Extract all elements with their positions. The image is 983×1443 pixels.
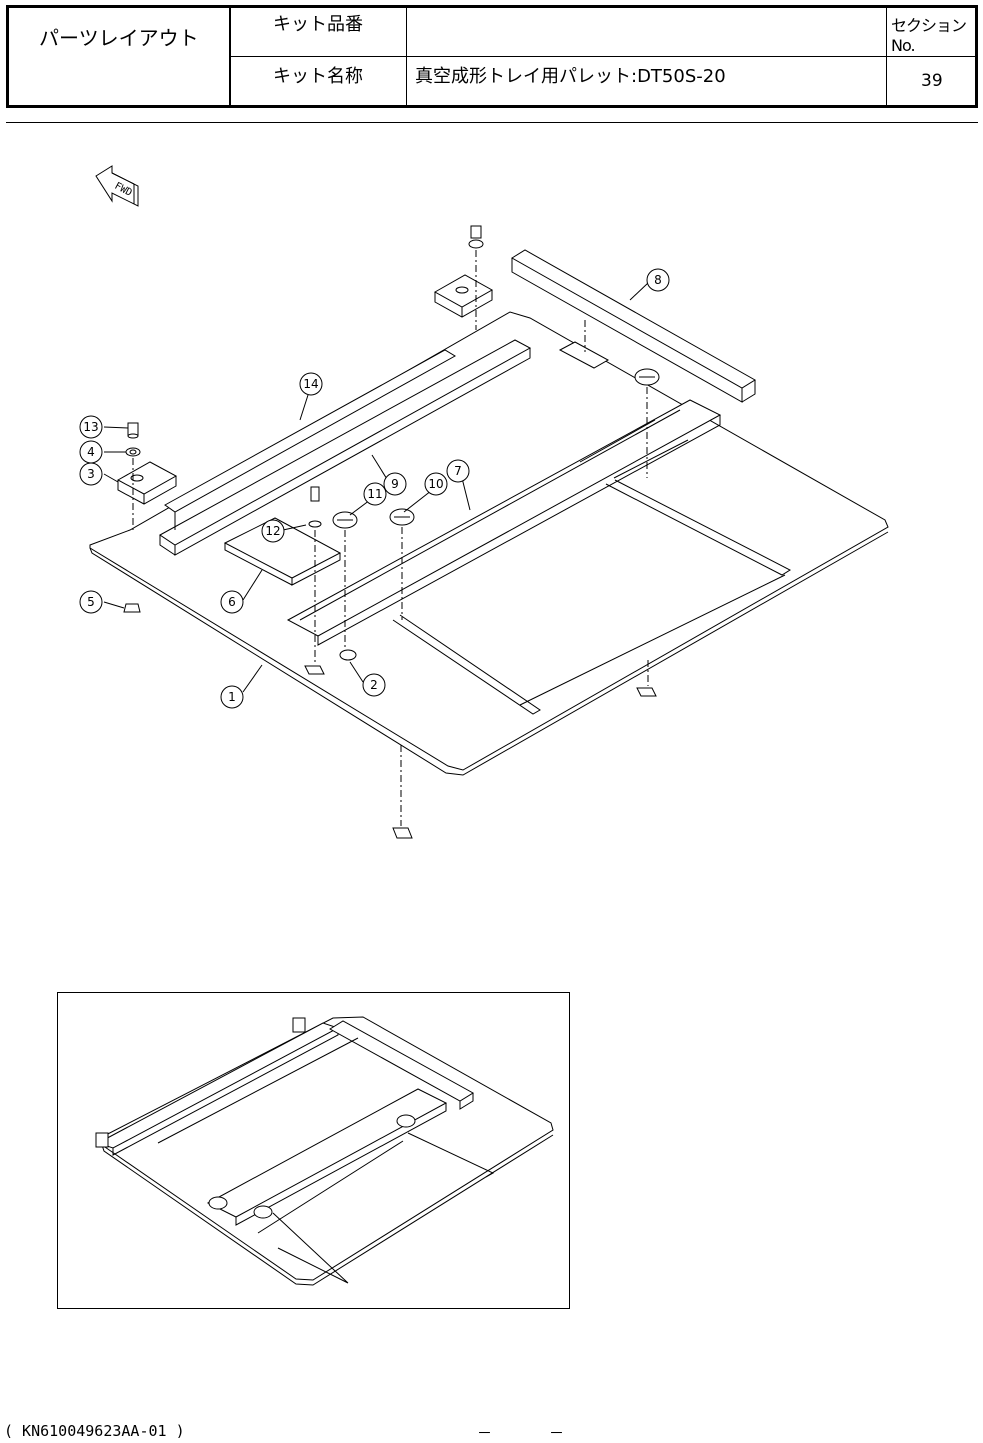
screw-13: [128, 423, 138, 438]
svg-text:7: 7: [454, 464, 462, 478]
svg-text:12: 12: [265, 524, 280, 538]
block-top: [435, 275, 492, 317]
callout-14: 14: [300, 373, 322, 395]
svg-text:5: 5: [87, 595, 95, 609]
nut-5: [124, 604, 140, 612]
svg-text:13: 13: [83, 420, 98, 434]
svg-text:4: 4: [87, 445, 95, 459]
callout-11: 11: [364, 483, 386, 505]
callout-2: 2: [363, 674, 385, 696]
screw-12: [309, 487, 321, 527]
t-nut-c: [393, 828, 412, 838]
base-plate: [90, 312, 888, 775]
cross-member-8: [512, 250, 755, 402]
document-code: ( KN610049623AA-01 ): [4, 1422, 185, 1440]
block-3: [118, 462, 176, 504]
svg-text:11: 11: [367, 487, 382, 501]
callout-7: 7: [447, 460, 469, 482]
svg-text:8: 8: [654, 273, 662, 287]
callout-4: 4: [80, 441, 102, 463]
page-number-right: －: [549, 1422, 564, 1443]
svg-text:9: 9: [391, 477, 399, 491]
t-nut-b: [637, 688, 656, 696]
screw-top: [469, 226, 483, 248]
callout-8: 8: [647, 269, 669, 291]
callout-5: 5: [80, 591, 102, 613]
t-nut-a: [305, 666, 324, 674]
svg-text:2: 2: [370, 678, 378, 692]
callout-13: 13: [80, 416, 102, 438]
knob-10: [390, 509, 414, 525]
knob-11: [333, 512, 357, 528]
callout-9: 9: [384, 473, 406, 495]
assembled-view-panel: [57, 992, 570, 1309]
callout-6: 6: [221, 591, 243, 613]
svg-text:10: 10: [428, 477, 443, 491]
callout-3: 3: [80, 463, 102, 485]
svg-text:1: 1: [228, 690, 236, 704]
page-number-left: －: [477, 1422, 492, 1443]
assembled-view-drawing: [58, 993, 569, 1308]
callout-1: 1: [221, 686, 243, 708]
spacer-2: [340, 650, 356, 660]
callout-10: 10: [425, 473, 447, 495]
knob-top: [635, 369, 659, 385]
svg-text:6: 6: [228, 595, 236, 609]
washer-4: [126, 448, 140, 456]
fwd-arrow-icon: FWD: [96, 166, 138, 206]
callout-12: 12: [262, 520, 284, 542]
svg-text:14: 14: [303, 377, 318, 391]
svg-text:3: 3: [87, 467, 95, 481]
